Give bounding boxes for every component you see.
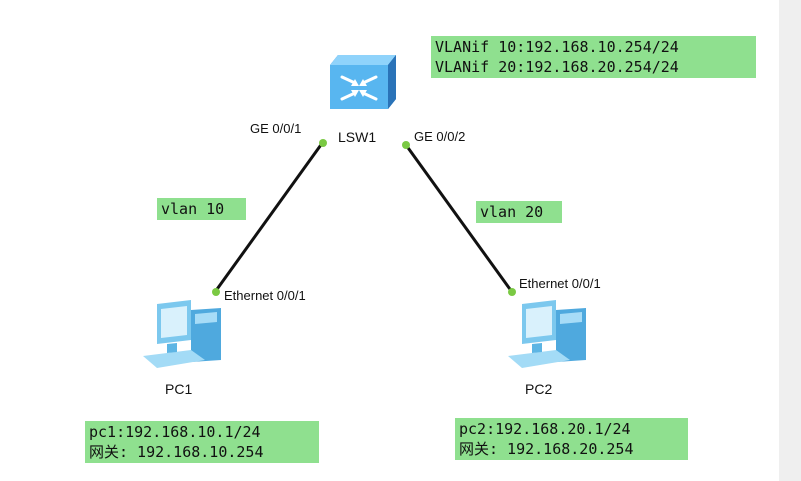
port-label-pc2-eth: Ethernet 0/0/1 [519,276,601,291]
switch-icon[interactable] [330,55,396,109]
port-dot-ge002 [402,141,410,149]
vlan-10-note: vlan 10 [157,198,246,220]
port-dot-pc2-eth [508,288,516,296]
vlanif-note: VLANif 10:192.168.10.254/24 VLANif 20:19… [431,36,756,78]
pc1-name-label: PC1 [165,381,193,397]
pc2-ip-line: pc2:192.168.20.1/24 [459,420,631,438]
vlanif-20-line: VLANif 20:192.168.20.254/24 [435,58,679,76]
pc2-icon[interactable] [508,300,586,368]
pc1-icon[interactable] [143,300,221,368]
vlanif-10-line: VLANif 10:192.168.10.254/24 [435,38,679,56]
link-lsw1-pc2 [404,144,514,293]
port-dot-ge001 [319,139,327,147]
pc1-ip-note: pc1:192.168.10.1/24 网关: 192.168.10.254 [85,421,319,463]
pc2-name-label: PC2 [525,381,553,397]
port-label-pc1-eth: Ethernet 0/0/1 [224,288,306,303]
port-dot-pc1-eth [212,288,220,296]
port-label-ge002: GE 0/0/2 [414,129,466,144]
pc2-ip-note: pc2:192.168.20.1/24 网关: 192.168.20.254 [455,418,688,460]
pc2-gateway-line: 网关: 192.168.20.254 [459,440,634,458]
switch-name-label: LSW1 [338,129,377,145]
port-label-ge001: GE 0/0/1 [250,121,302,136]
vlan-10-text: vlan 10 [161,200,225,218]
vlan-20-note: vlan 20 [476,201,562,223]
pc1-gateway-line: 网关: 192.168.10.254 [89,443,264,461]
link-lsw1-pc1 [213,141,325,293]
vlan-20-text: vlan 20 [480,203,544,221]
canvas-edge [779,0,801,481]
pc1-ip-line: pc1:192.168.10.1/24 [89,423,261,441]
